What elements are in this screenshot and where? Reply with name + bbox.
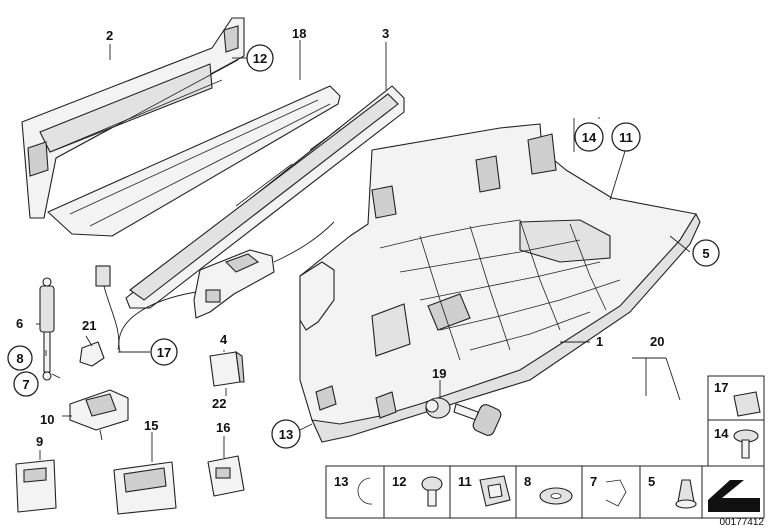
legend-icon-8-washer — [539, 487, 573, 505]
part-18-shelf-cover — [47, 85, 341, 237]
legend-label-13: 13 — [334, 474, 348, 489]
callout-22: 22 — [212, 396, 226, 411]
part-2-rear-panel — [21, 17, 245, 219]
callout-5: 5 — [702, 246, 709, 261]
part-21-clip — [79, 341, 105, 367]
callout-9: 9 — [36, 434, 43, 449]
legend-strip: 13 12 11 8 7 5 — [325, 465, 765, 519]
callout-13: 13 — [279, 427, 293, 442]
part-4-lock-mechanism — [95, 221, 335, 353]
callout-10: 10 — [40, 412, 54, 427]
legend-icon-12-push-rivet — [421, 476, 443, 507]
callout-19: 19 — [432, 366, 446, 381]
callout-17: 17 — [157, 345, 171, 360]
legend-label-12: 12 — [392, 474, 406, 489]
callout-4: 4 — [220, 332, 228, 347]
legend-icon-5-stud — [675, 479, 697, 509]
part-3-top-cover — [125, 85, 405, 309]
legend-icon-17-cable-clip — [733, 391, 761, 417]
legend-label-5: 5 — [648, 474, 655, 489]
legend-icon-11-clip — [479, 475, 511, 507]
part-6-damper — [39, 277, 55, 381]
callout-21: 21 — [82, 318, 96, 333]
part-19-lock-cylinder — [425, 397, 451, 419]
part-1-glove-box — [299, 123, 701, 443]
callout-14: 14 — [582, 130, 597, 145]
callout-6: 6 — [16, 316, 23, 331]
legend-label-14: 14 — [714, 426, 729, 441]
circled-callouts: 12 14 11 5 8 7 17 13 — [7, 44, 720, 449]
reference-number: 00177412 — [720, 517, 765, 528]
legend-icon-arrow — [708, 480, 760, 512]
callout-8: 8 — [16, 351, 23, 366]
legend-label-17: 17 — [714, 380, 728, 395]
legend-icon-14-screw — [733, 429, 759, 459]
callout-11: 11 — [619, 130, 633, 145]
legend-label-8: 8 — [524, 474, 531, 489]
part-16-bracket — [207, 455, 245, 497]
callout-15: 15 — [144, 418, 158, 433]
callout-2: 2 — [106, 28, 113, 43]
part-22-cap — [209, 350, 245, 387]
part-10-hinge — [69, 389, 129, 441]
callout-1: 1 — [596, 334, 603, 349]
legend-label-11: 11 — [458, 474, 472, 489]
callout-3: 3 — [382, 26, 389, 41]
callout-7: 7 — [22, 377, 29, 392]
callout-18: 18 — [292, 26, 306, 41]
part-15-tray — [113, 461, 177, 515]
legend-icon-13-circlip — [357, 477, 373, 505]
leader-lines — [36, 40, 691, 462]
part-9-compartment — [15, 459, 57, 513]
legend-side: 17 14 — [707, 375, 765, 467]
callout-16: 16 — [216, 420, 230, 435]
callout-20: 20 — [650, 334, 664, 349]
part-20-key — [453, 403, 502, 436]
callout-12: 12 — [253, 51, 267, 66]
legend-icon-7-spring-clip — [605, 479, 627, 507]
legend-label-7: 7 — [590, 474, 597, 489]
callout-labels: 2 18 3 1 6 21 4 22 10 9 15 16 19 20 — [16, 26, 664, 449]
